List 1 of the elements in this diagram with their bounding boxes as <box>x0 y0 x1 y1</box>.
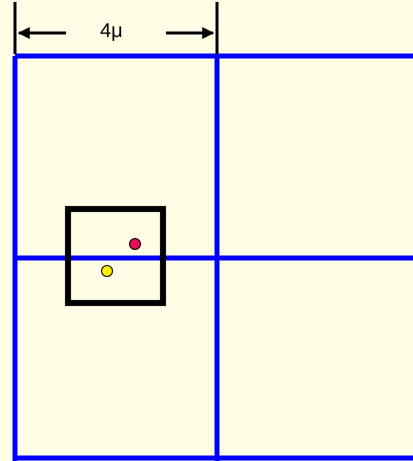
dimension-label: 4μ <box>100 20 123 42</box>
